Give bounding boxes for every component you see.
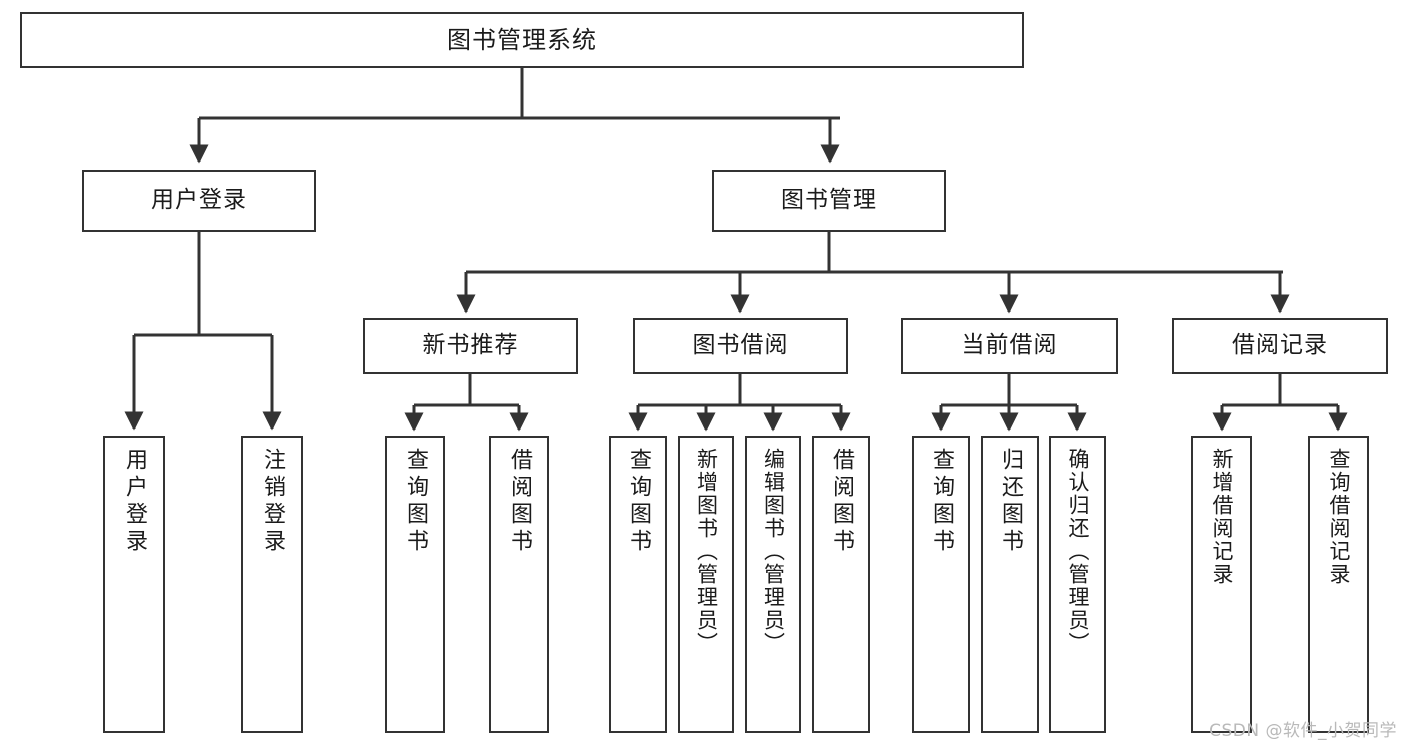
node-borrow-record-label: 借阅记录 — [1232, 332, 1328, 359]
node-leaf-query-book-1-label: 查询图书 — [403, 448, 428, 556]
node-user-login[interactable]: 用户登录 — [82, 170, 316, 232]
node-leaf-user-login-label: 用户登录 — [122, 448, 147, 556]
node-current-borrow-label: 当前借阅 — [961, 332, 1058, 359]
node-new-book-rec[interactable]: 新书推荐 — [363, 318, 578, 374]
node-leaf-logout-label: 注销登录 — [260, 448, 285, 556]
node-borrow-record[interactable]: 借阅记录 — [1172, 318, 1388, 374]
node-leaf-return-book[interactable]: 归还图书 — [981, 436, 1039, 733]
node-leaf-edit-book[interactable]: 编辑图书（管理员） — [745, 436, 801, 733]
node-root-label: 图书管理系统 — [447, 25, 597, 54]
node-leaf-add-book[interactable]: 新增图书（管理员） — [678, 436, 734, 733]
node-current-borrow[interactable]: 当前借阅 — [901, 318, 1118, 374]
node-leaf-query-book-2-label: 查询图书 — [626, 448, 651, 556]
node-leaf-borrow-book-2-label: 借阅图书 — [829, 448, 854, 556]
node-leaf-edit-book-label: 编辑图书（管理员） — [761, 448, 786, 655]
node-leaf-return-book-label: 归还图书 — [998, 448, 1023, 556]
node-leaf-add-record-label: 新增借阅记录 — [1210, 448, 1234, 586]
node-leaf-query-book-3-label: 查询图书 — [929, 448, 954, 556]
node-leaf-add-book-label: 新增图书（管理员） — [694, 448, 719, 655]
node-new-book-rec-label: 新书推荐 — [422, 332, 519, 359]
node-leaf-query-book-1[interactable]: 查询图书 — [385, 436, 445, 733]
node-leaf-borrow-book-2[interactable]: 借阅图书 — [812, 436, 870, 733]
node-leaf-confirm-return-label: 确认归还（管理员） — [1066, 448, 1090, 655]
node-leaf-borrow-book-1-label: 借阅图书 — [507, 448, 532, 556]
node-root[interactable]: 图书管理系统 — [20, 12, 1024, 68]
node-book-manage[interactable]: 图书管理 — [712, 170, 946, 232]
node-book-borrow[interactable]: 图书借阅 — [633, 318, 848, 374]
node-leaf-confirm-return[interactable]: 确认归还（管理员） — [1049, 436, 1106, 733]
node-leaf-query-book-3[interactable]: 查询图书 — [912, 436, 970, 733]
node-user-login-label: 用户登录 — [151, 187, 247, 214]
node-leaf-query-book-2[interactable]: 查询图书 — [609, 436, 667, 733]
node-leaf-query-record-label: 查询借阅记录 — [1327, 448, 1351, 586]
node-leaf-user-login[interactable]: 用户登录 — [103, 436, 165, 733]
node-leaf-borrow-book-1[interactable]: 借阅图书 — [489, 436, 549, 733]
node-book-manage-label: 图书管理 — [781, 187, 877, 214]
node-leaf-add-record[interactable]: 新增借阅记录 — [1191, 436, 1252, 733]
node-leaf-query-record[interactable]: 查询借阅记录 — [1308, 436, 1369, 733]
node-book-borrow-label: 图书借阅 — [692, 332, 789, 359]
watermark-text: CSDN @软件_小贺同学 — [1209, 721, 1397, 741]
node-leaf-logout[interactable]: 注销登录 — [241, 436, 303, 733]
